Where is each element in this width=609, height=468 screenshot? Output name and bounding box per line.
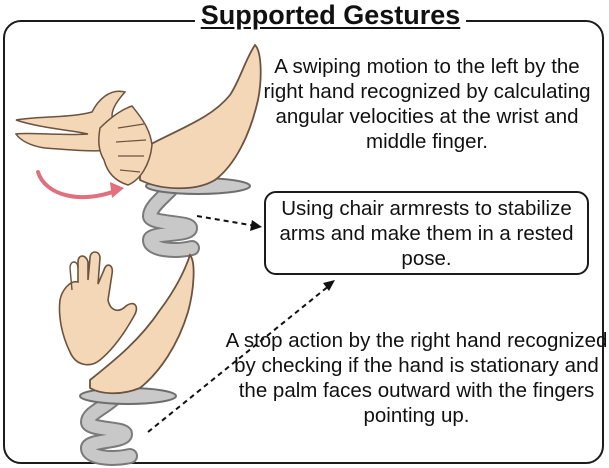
curved-arrow-left-icon [38, 172, 124, 198]
raised-palm-hand-icon [59, 252, 193, 393]
armrest-top-icon [146, 178, 250, 250]
page-title: Supported Gestures [0, 0, 609, 31]
swiping-hand-icon [16, 45, 261, 188]
armrest-callout-box: Using chair armrests to stabilize arms a… [264, 191, 589, 275]
stop-gesture-caption: A stop action by the right hand recogniz… [224, 328, 609, 428]
armrest-bottom-icon [80, 388, 176, 458]
armrest-caption: Using chair armrests to stabilize arms a… [272, 196, 582, 271]
swipe-gesture-caption: A swiping motion to the left by the righ… [262, 54, 592, 154]
